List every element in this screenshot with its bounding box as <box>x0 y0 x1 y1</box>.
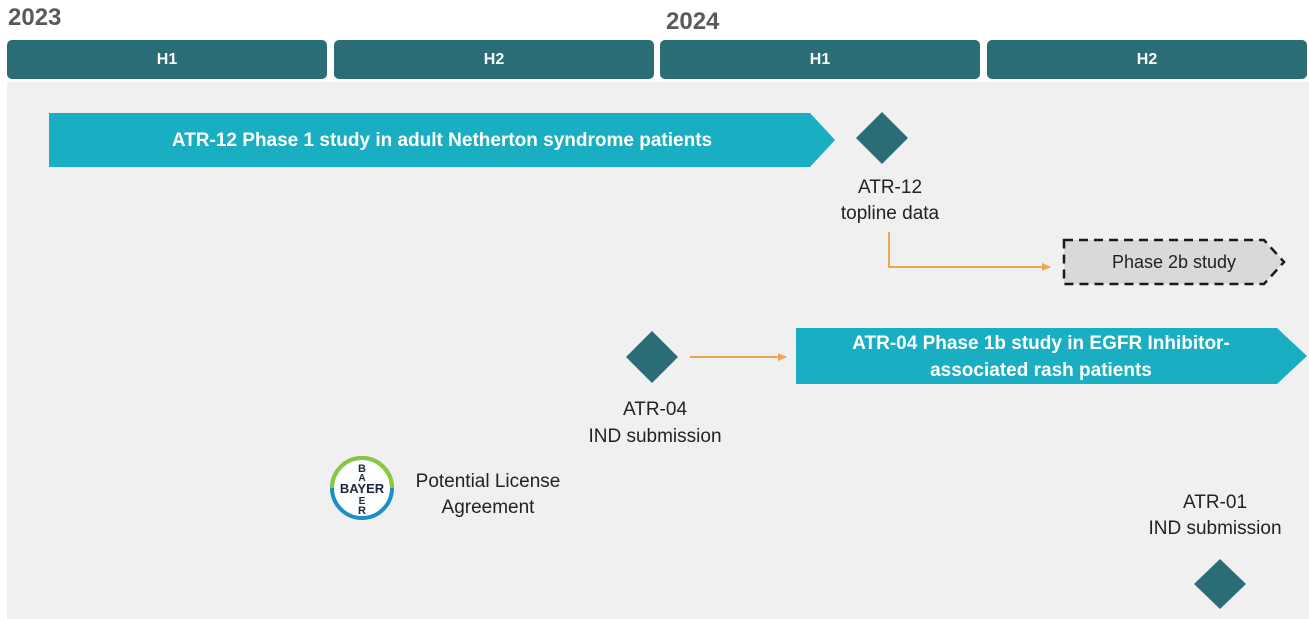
topline-to-phase2b-arrow <box>888 232 1051 271</box>
bayer-logo-horizontal: BAYER <box>340 481 385 496</box>
bayer-logo: BAYER B A E R <box>330 456 394 520</box>
atr12-phase1-bar-label: ATR-12 Phase 1 study in adult Netherton … <box>171 130 713 151</box>
license-agreement-label-line2: Agreement <box>441 497 535 518</box>
year-2023-label: 2023 <box>8 4 62 31</box>
atr04-phase1b-bar-label-line2: associated rash patients <box>930 360 1152 381</box>
atr01-ind-label-line1: ATR-01 <box>1182 492 1248 513</box>
bayer-logo-vertical-top: B <box>358 463 366 475</box>
bayer-logo-vertical-a: A <box>358 473 365 484</box>
year-2024-label: 2024 <box>666 8 720 35</box>
bayer-logo-vertical-r: R <box>358 505 366 517</box>
atr01-ind-label-line2: IND submission <box>1148 518 1282 539</box>
phase2b-bar <box>1062 238 1286 286</box>
atr04-ind-diamond <box>626 331 678 383</box>
bayer-logo-vertical-e: E <box>359 496 366 507</box>
atr04-ind-label-line1: ATR-04 <box>622 399 688 420</box>
atr01-ind-diamond <box>1194 559 1246 609</box>
half-2023-h2: H2 <box>334 40 654 79</box>
atr04-phase1b-bar-label-line1: ATR-04 Phase 1b study in EGFR Inhibitor- <box>852 333 1230 354</box>
license-agreement-label-line1: Potential License <box>415 471 561 492</box>
phase2b-bar-label: Phase 2b study <box>1111 252 1237 272</box>
atr04-ind-label-line2: IND submission <box>588 426 722 447</box>
half-2024-h1: H1 <box>660 40 980 79</box>
atr12-phase1-bar <box>49 113 835 167</box>
half-2024-h2: H2 <box>987 40 1307 79</box>
atr12-topline-label-line1: ATR-12 <box>857 177 923 198</box>
atr04-phase1b-bar <box>796 328 1307 384</box>
atr12-topline-diamond <box>856 112 908 164</box>
half-2023-h1: H1 <box>7 40 327 79</box>
atr12-topline-label-line2: topline data <box>840 203 940 224</box>
